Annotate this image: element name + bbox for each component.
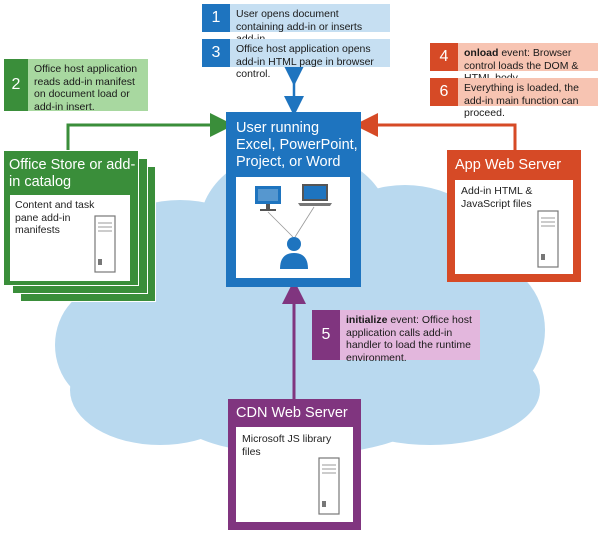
step-5-text: initialize event: Office host applicatio… [340, 310, 480, 364]
app-server-inner-panel: Add-in HTML & JavaScript files [455, 180, 573, 274]
app-server-box: App Web Server Add-in HTML & JavaScript … [447, 150, 581, 282]
store-inner-text: Content and task pane add-in manifests [15, 199, 95, 236]
monitor-icon [255, 186, 281, 211]
step-2-text: Office host application reads add-in man… [28, 59, 148, 113]
app-server-title: App Web Server [455, 157, 562, 173]
cdn-server-inner-panel: Microsoft JS library files [236, 427, 353, 522]
user-box-title: User running Excel, PowerPoint, Project,… [236, 120, 358, 170]
store-box: Office Store or add-in catalog Content a… [3, 150, 139, 286]
step-5-number: 5 [312, 310, 340, 360]
user-box: User running Excel, PowerPoint, Project,… [226, 112, 361, 287]
step-1-text: User opens document containing add-in or… [230, 4, 390, 45]
user-person-icon [280, 237, 308, 269]
cdn-server-title: CDN Web Server [236, 405, 348, 421]
arrow-green [66, 113, 234, 150]
step-5-bold: initialize [346, 314, 388, 326]
app-server-inner-text: Add-in HTML & JavaScript files [461, 185, 533, 210]
step-3-text: Office host application opens add-in HTM… [230, 39, 390, 80]
step-1-number: 1 [202, 4, 230, 32]
server-icon [94, 215, 116, 273]
server-icon [318, 457, 340, 515]
step-3-number: 3 [202, 39, 230, 67]
store-box-title: Office Store or add-in catalog [9, 157, 136, 190]
server-icon [537, 210, 559, 268]
cdn-server-inner-text: Microsoft JS library files [242, 433, 332, 458]
step-5-rest: event: Office host application calls add… [346, 314, 472, 364]
step-6-text: Everything is loaded, the add-in main fu… [458, 78, 598, 119]
step-4-text: onload event: Browser control loads the … [458, 43, 598, 84]
step-6-number: 6 [430, 78, 458, 106]
step-2-number: 2 [4, 59, 28, 111]
user-illustration [236, 177, 350, 278]
store-inner-panel: Content and task pane add-in manifests [10, 195, 130, 281]
laptop-icon [298, 184, 332, 206]
arrow-red [354, 113, 517, 150]
step-4-bold: onload [464, 47, 499, 59]
cdn-server-box: CDN Web Server Microsoft JS library file… [228, 399, 361, 530]
step-4-number: 4 [430, 43, 458, 71]
